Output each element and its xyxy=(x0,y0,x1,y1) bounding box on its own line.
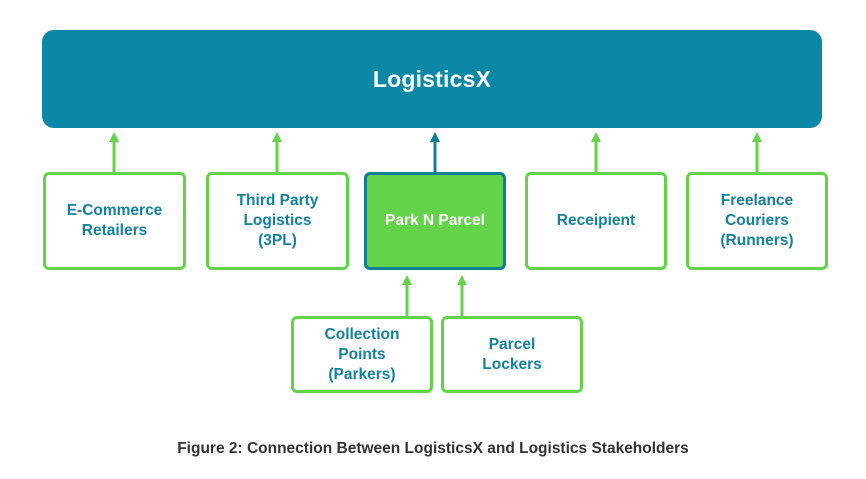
ecommerce-retailers-node: E-Commerce Retailers xyxy=(43,172,186,270)
parcel-lockers-node: Parcel Lockers xyxy=(441,316,583,393)
figure-caption: Figure 2: Connection Between LogisticsX … xyxy=(177,440,689,457)
third-party-logistics-node: Third Party Logistics (3PL) xyxy=(206,172,349,270)
park-n-parcel-node: Park N Parcel xyxy=(364,172,506,270)
receipient-node: Receipient xyxy=(525,172,667,270)
logisticsx-label: LogisticsX xyxy=(372,65,492,92)
freelance-couriers-node: Freelance Couriers (Runners) xyxy=(686,172,828,270)
collection-points-node: Collection Points (Parkers) xyxy=(291,316,433,393)
logisticsx-node: LogisticsX xyxy=(42,30,822,128)
